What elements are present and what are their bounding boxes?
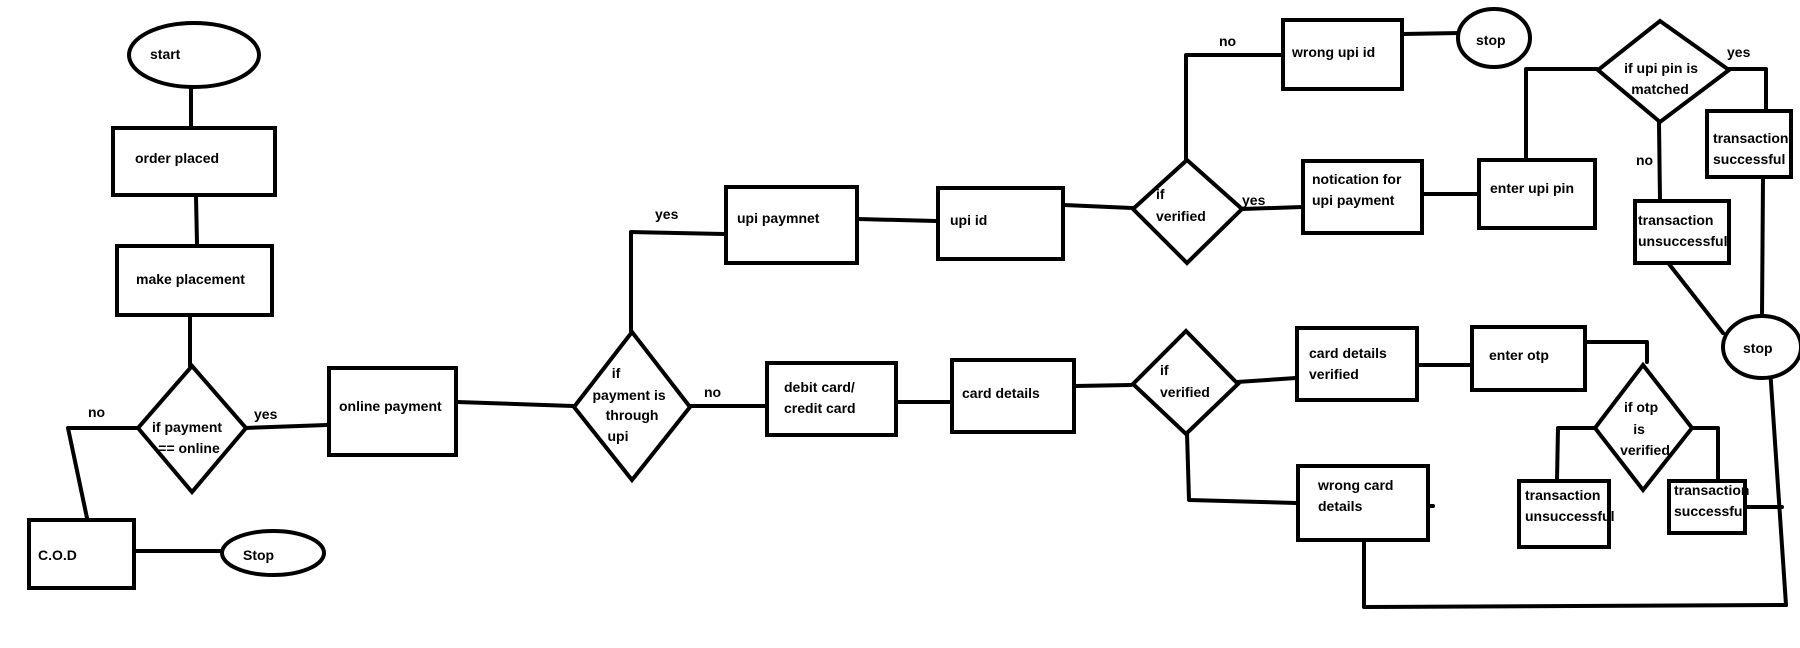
edge-online-upidecision (455, 400, 575, 408)
label-wrong-upi-id: wrong upi id (1291, 44, 1375, 60)
label-card-details-verified: card details verified (1309, 345, 1391, 382)
edge-order-make (194, 195, 199, 246)
edge-fail-stop (1667, 262, 1725, 335)
edge-decision-online (243, 423, 329, 430)
node-start (127, 21, 261, 89)
edge-label-no-cod: no (88, 404, 105, 420)
label-transaction-unsuccessful-upi: transaction unsuccessful (1638, 212, 1727, 249)
node-stop-right (1721, 314, 1800, 380)
edge-verify-verified (1235, 376, 1298, 384)
node-card-details (950, 358, 1076, 434)
label-if-payment-online: if payment == online (152, 419, 226, 456)
label-if-payment-upi: if payment is through upi (592, 365, 669, 444)
node-card-details-verified (1295, 326, 1419, 402)
label-if-upi-pin-matched: if upi pin is matched (1624, 60, 1702, 97)
edge-success-stop (1760, 176, 1765, 317)
edge-label-no-card: no (704, 384, 721, 400)
node-if-otp-verified (1592, 361, 1695, 494)
node-notification-upi (1301, 159, 1424, 235)
edge-otpdecision-success (1690, 426, 1720, 482)
label-if-verified-card: if verified (1160, 362, 1210, 400)
label-transaction-unsuccessful-card: transaction unsuccessful (1525, 487, 1614, 524)
label-make-placement: make placement (136, 271, 245, 287)
node-order-placed (111, 126, 277, 197)
edge-label-yes-online: yes (254, 406, 278, 422)
node-transaction-unsuccessful-upi (1633, 199, 1731, 265)
node-enter-otp (1470, 325, 1587, 392)
edge-label-yes-notification: yes (1242, 192, 1266, 208)
label-if-otp-verified: if otp is verified (1620, 399, 1670, 458)
label-transaction-successful-upi: transaction successful (1713, 130, 1792, 167)
label-transaction-successful-card: transaction successful (1674, 482, 1753, 519)
label-cod: C.O.D (38, 547, 77, 563)
edge-labels: no yes yes no no yes yes no (88, 33, 1751, 422)
edge-verify-notification (1240, 205, 1304, 211)
edge-upidecision-upipayment (629, 230, 726, 333)
node-upi-id (936, 186, 1065, 261)
edge-upiid-verify (1062, 203, 1134, 210)
label-upi-id: upi id (950, 212, 987, 228)
node-if-upi-pin-matched (1594, 18, 1733, 125)
label-wrong-card-details: wrong card details (1317, 477, 1397, 514)
edge-pin-decision (1524, 67, 1599, 162)
edge-label-yes-upi: yes (655, 206, 679, 222)
edge-decision-success (1727, 67, 1768, 112)
node-wrong-card-details (1296, 464, 1430, 542)
node-make-placement (115, 244, 274, 317)
connectors (66, 31, 1788, 609)
node-transaction-unsuccessful-card (1517, 479, 1611, 549)
node-enter-upi-pin (1477, 158, 1597, 230)
label-enter-upi-pin: enter upi pin (1490, 180, 1574, 196)
label-upi-payment: upi paymnet (737, 210, 820, 226)
node-upi-payment (724, 185, 859, 265)
node-if-verified-upi (1130, 157, 1245, 266)
node-wrong-upi-id (1281, 18, 1404, 91)
label-online-payment: online payment (339, 398, 442, 414)
edge-decision-cod (66, 426, 140, 520)
edge-verify-wrongupi (1184, 53, 1284, 161)
node-if-payment-online (135, 362, 249, 496)
node-online-payment (327, 366, 458, 457)
edge-label-no-wrong-upi: no (1219, 33, 1236, 49)
node-stop-top (1456, 7, 1532, 69)
node-transaction-successful-card (1667, 479, 1747, 535)
edge-otp-decision (1584, 340, 1649, 364)
node-if-payment-upi (571, 328, 693, 484)
edge-label-no-pin: no (1636, 152, 1653, 168)
label-stop-top: stop (1476, 32, 1506, 48)
node-stop-cod (220, 529, 326, 577)
label-notification-upi: notication for upi payment (1312, 171, 1405, 208)
edge-upipayment-upiid (856, 217, 938, 223)
node-debit-credit-card (765, 361, 898, 437)
node-labels: start order placed make placement if pay… (38, 32, 1792, 563)
edge-otpdecision-fail (1555, 426, 1596, 482)
node-cod (27, 518, 136, 590)
node-if-verified-card (1130, 328, 1241, 437)
edge-label-yes-pin: yes (1727, 44, 1751, 60)
label-card-details: card details (962, 385, 1040, 401)
edge-wrongcard-return (1362, 539, 1788, 609)
label-stop-right: stop (1743, 340, 1773, 356)
edge-carddetails-verify (1073, 383, 1133, 388)
edge-return-stop (1768, 366, 1788, 607)
edge-decision-fail (1657, 121, 1662, 203)
label-debit-credit-card: debit card/ credit card (784, 379, 859, 416)
label-order-placed: order placed (135, 150, 219, 166)
shapes (27, 7, 1800, 590)
label-stop-cod: Stop (243, 547, 274, 563)
edge-wrongupi-stop (1401, 31, 1462, 36)
label-start: start (150, 46, 181, 62)
label-enter-otp: enter otp (1489, 347, 1549, 363)
node-transaction-successful-upi (1705, 109, 1793, 179)
label-if-verified-upi: if verified (1156, 186, 1206, 224)
edge-verify-wrongcard (1185, 431, 1298, 505)
